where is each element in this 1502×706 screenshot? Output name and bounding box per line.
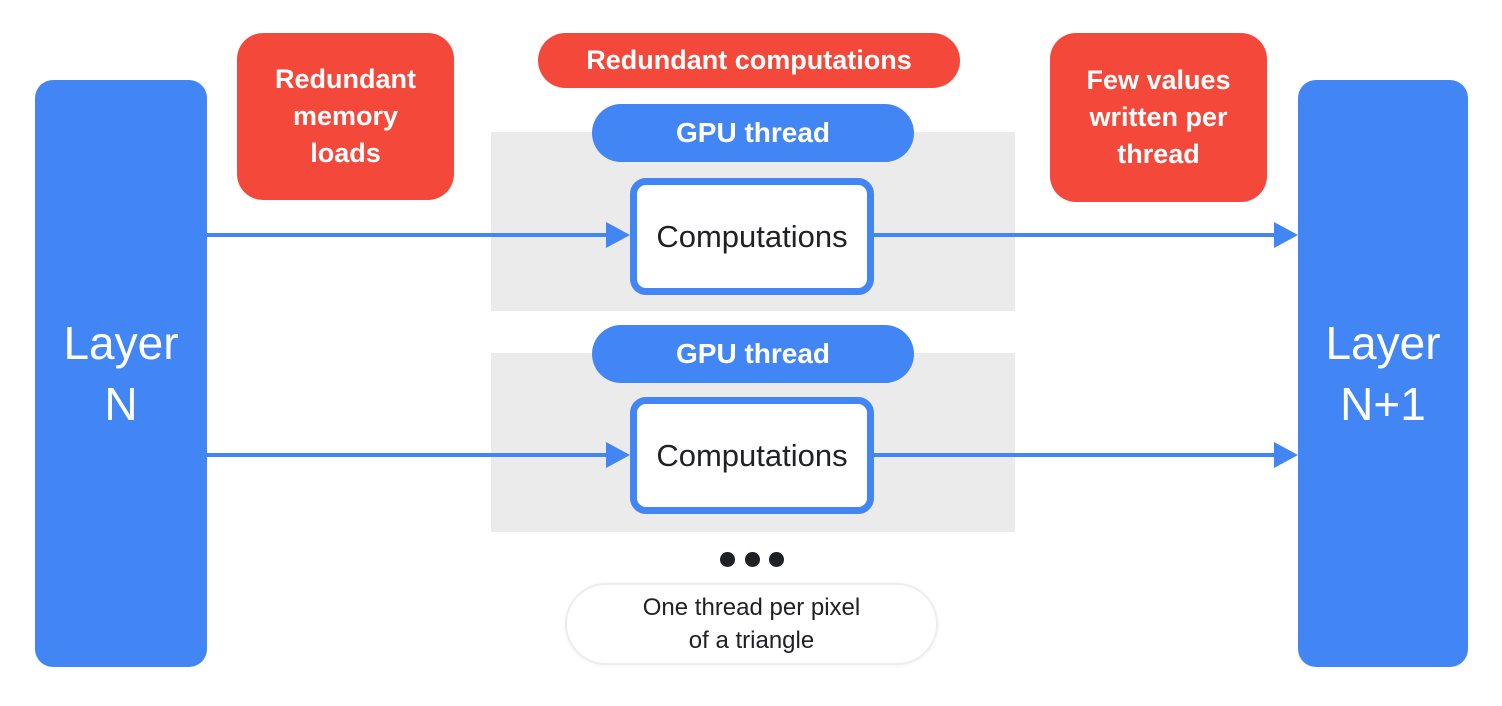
arrow-line-top-right bbox=[874, 233, 1276, 237]
caption-label: One thread per pixel of a triangle bbox=[642, 593, 861, 654]
callout-redundant-computations-label: Redundant computations bbox=[586, 45, 912, 75]
computations-box-2: Computations bbox=[630, 397, 874, 514]
arrow-right-icon bbox=[606, 222, 630, 248]
arrow-right-icon bbox=[1274, 222, 1298, 248]
callout-redundant-computations: Redundant computations bbox=[538, 33, 960, 88]
ellipsis-dot bbox=[720, 552, 735, 567]
layer-n-plus-1-box: Layer N+1 bbox=[1298, 80, 1468, 667]
layer-n-plus-1-label: Layer N+1 bbox=[1325, 316, 1441, 430]
computations-box-1: Computations bbox=[630, 178, 874, 295]
ellipsis-dot bbox=[744, 552, 760, 567]
callout-redundant-memory-loads: Redundant memory loads bbox=[237, 33, 454, 200]
gpu-thread-pill-2-label: GPU thread bbox=[675, 338, 831, 369]
gpu-thread-pill-2: GPU thread bbox=[592, 325, 914, 383]
arrow-line-top-left bbox=[207, 233, 608, 237]
gpu-thread-pill-1: GPU thread bbox=[592, 104, 914, 162]
computations-box-2-label: Computations bbox=[656, 437, 848, 473]
layer-n-box: Layer N bbox=[35, 80, 207, 667]
callout-few-values-written: Few values written per thread bbox=[1050, 33, 1267, 202]
ellipsis-icon bbox=[720, 552, 784, 567]
caption-one-thread-per-pixel: One thread per pixel of a triangle bbox=[565, 583, 938, 665]
arrow-line-bottom-right bbox=[874, 453, 1276, 457]
arrow-right-icon bbox=[606, 442, 630, 468]
arrow-line-bottom-left bbox=[207, 453, 608, 457]
computations-box-1-label: Computations bbox=[656, 218, 848, 254]
gpu-thread-pill-1-label: GPU thread bbox=[675, 117, 831, 148]
callout-redundant-memory-loads-label: Redundant memory loads bbox=[275, 63, 416, 169]
arrow-right-icon bbox=[1274, 442, 1298, 468]
ellipsis-dot bbox=[769, 552, 784, 567]
callout-few-values-written-label: Few values written per thread bbox=[1086, 64, 1231, 170]
layer-n-label: Layer N bbox=[63, 316, 179, 430]
